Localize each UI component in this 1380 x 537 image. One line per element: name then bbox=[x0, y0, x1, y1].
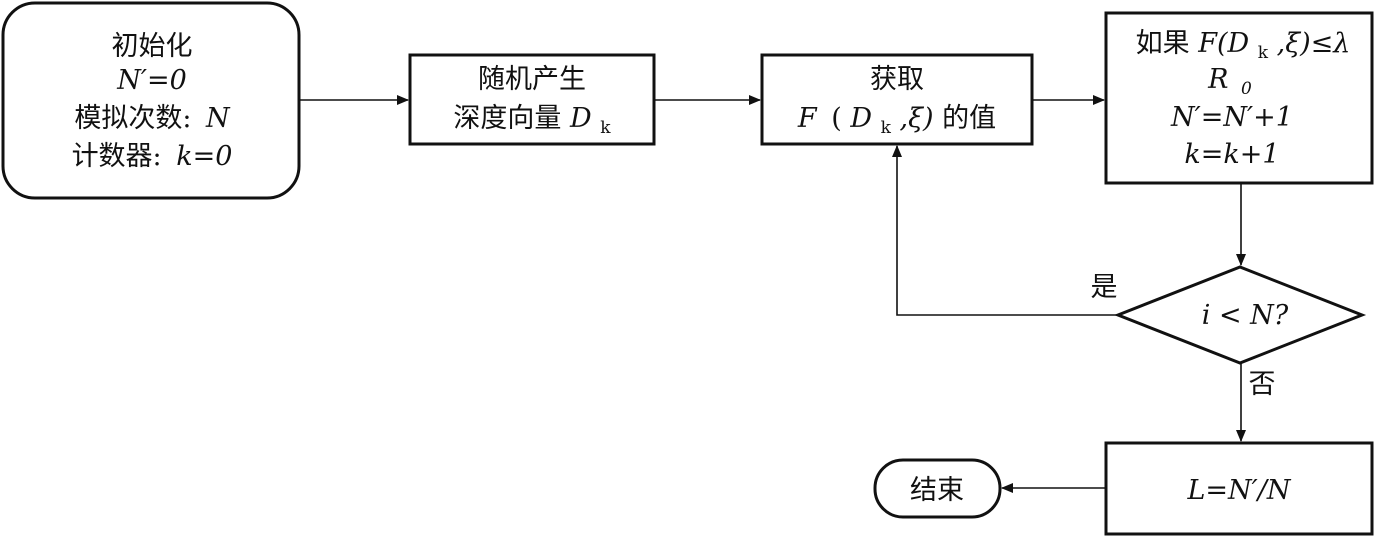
random-line1: 随机产生 bbox=[478, 64, 586, 95]
result-box bbox=[1104, 441, 1374, 536]
init-sim-label: 模拟次数: bbox=[74, 103, 191, 134]
result-text: L=N′/N bbox=[1186, 475, 1291, 506]
condition-r-line: R 0 bbox=[1207, 64, 1252, 99]
init-sim-var: N bbox=[205, 103, 231, 134]
init-node: 初始化 N′=0 模拟次数: N 计数器: k=0 bbox=[1, 1, 301, 200]
end-text: 结束 bbox=[910, 475, 964, 506]
end-node: 结束 bbox=[873, 458, 1002, 519]
edge-yes-label: 是 bbox=[1091, 272, 1118, 303]
acquire-sub: k bbox=[881, 118, 892, 138]
decision-diamond bbox=[1113, 265, 1367, 365]
init-sim-line: 模拟次数: N bbox=[74, 103, 231, 134]
condition-line1: 如果 F(D k ,ξ)≤λ bbox=[1136, 28, 1351, 65]
random-node: 随机产生 深度向量 D k bbox=[408, 53, 656, 146]
random-line2: 深度向量 D k bbox=[453, 103, 611, 138]
init-title: 初始化 bbox=[112, 31, 193, 62]
condition-func: F(D bbox=[1197, 28, 1249, 59]
decision-node: i < N? bbox=[1113, 265, 1367, 365]
edge-decision-yes-loop bbox=[892, 145, 1118, 316]
condition-prefix: 如果 bbox=[1136, 28, 1190, 59]
acquire-xi: ,ξ) bbox=[900, 103, 934, 134]
condition-r-sub: 0 bbox=[1241, 79, 1252, 99]
acquire-open: ( bbox=[831, 103, 842, 134]
acquire-suffix: 的值 bbox=[942, 103, 996, 134]
condition-sub: k bbox=[1258, 43, 1269, 63]
condition-node: 如果 F(D k ,ξ)≤λ R 0 N′=N′+1 k=k+1 bbox=[1104, 11, 1374, 185]
random-box bbox=[408, 53, 656, 146]
init-counter-label: 计数器: bbox=[72, 141, 162, 172]
condition-box bbox=[1104, 11, 1374, 185]
acquire-var: D bbox=[849, 103, 872, 134]
random-var: D bbox=[569, 103, 592, 134]
condition-k-update: k=k+1 bbox=[1184, 139, 1279, 170]
random-sub: k bbox=[600, 118, 611, 138]
edge-no-label: 否 bbox=[1249, 369, 1276, 400]
init-counter-var: k=0 bbox=[176, 141, 232, 172]
acquire-line2: F ( D k ,ξ) 的值 bbox=[797, 103, 996, 140]
acquire-func: F bbox=[797, 103, 818, 134]
init-counter-line: 计数器: k=0 bbox=[72, 141, 233, 172]
decision-text: i < N? bbox=[1202, 300, 1289, 331]
condition-r: R bbox=[1207, 64, 1228, 95]
acquire-node: 获取 F ( D k ,ξ) 的值 bbox=[760, 53, 1034, 146]
random-line2-text: 深度向量 bbox=[453, 103, 561, 134]
condition-rest: ,ξ)≤λ bbox=[1277, 28, 1351, 59]
result-node: L=N′/N bbox=[1104, 441, 1374, 536]
init-n-prime: N′=0 bbox=[116, 65, 187, 96]
end-box bbox=[873, 458, 1002, 519]
acquire-line1: 获取 bbox=[870, 64, 924, 95]
acquire-box bbox=[760, 53, 1034, 146]
condition-n-update: N′=N′+1 bbox=[1170, 102, 1293, 133]
